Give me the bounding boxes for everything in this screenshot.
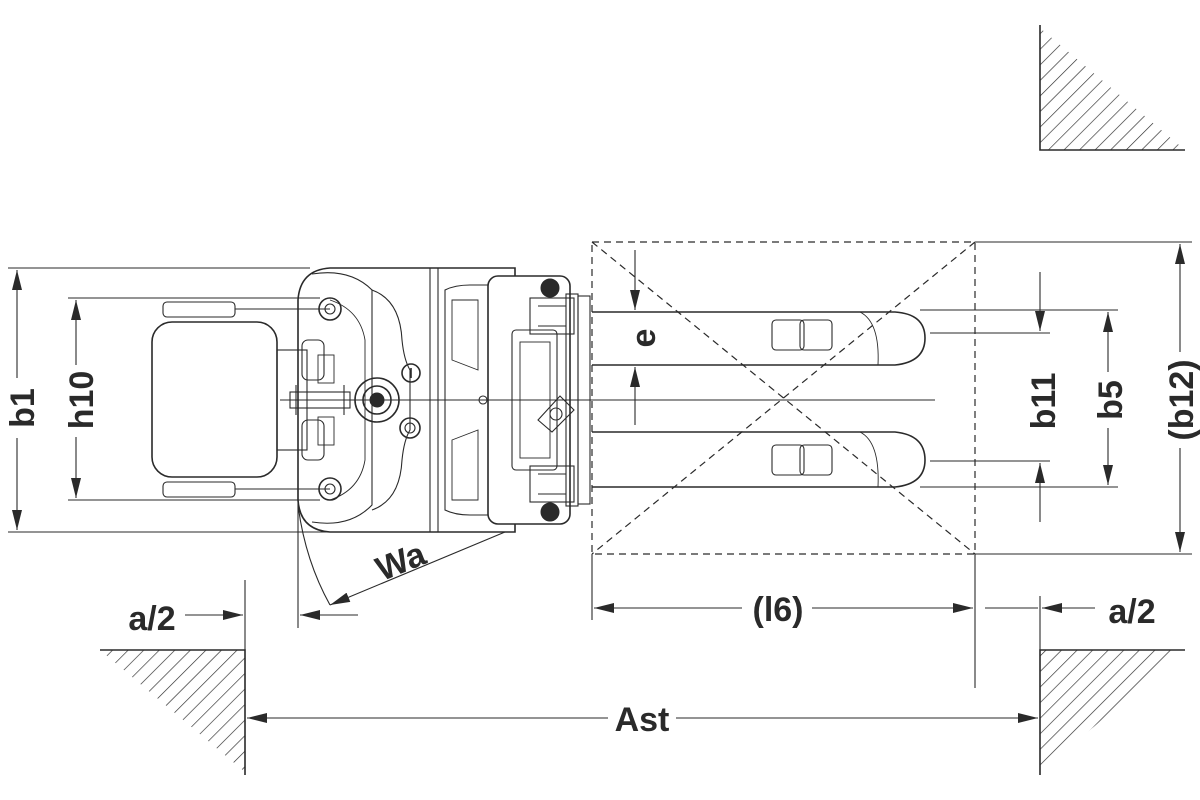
label-l6: (l6): [753, 591, 804, 629]
pallet-outline: [591, 241, 976, 555]
fork-upper: [592, 311, 926, 366]
label-b1: b1: [4, 388, 42, 428]
wall-bottom-left: [100, 649, 246, 775]
label-a2-left: a/2: [128, 600, 175, 638]
wall-bottom-right: [1039, 649, 1185, 775]
truck-body: [151, 267, 935, 533]
dimension-wa: [297, 504, 506, 606]
label-ast: Ast: [615, 701, 670, 739]
label-b11: b11: [1025, 373, 1063, 430]
fork-lower: [592, 431, 926, 488]
label-wa: Wa: [371, 534, 432, 588]
label-h10: h10: [63, 371, 101, 430]
label-b5: b5: [1092, 380, 1130, 420]
label-a2-right: a/2: [1108, 593, 1155, 631]
extension-lines: [8, 241, 1192, 688]
wall-top-right: [1039, 25, 1185, 151]
label-b12: (b12): [1163, 359, 1200, 440]
label-e: e: [625, 329, 663, 348]
